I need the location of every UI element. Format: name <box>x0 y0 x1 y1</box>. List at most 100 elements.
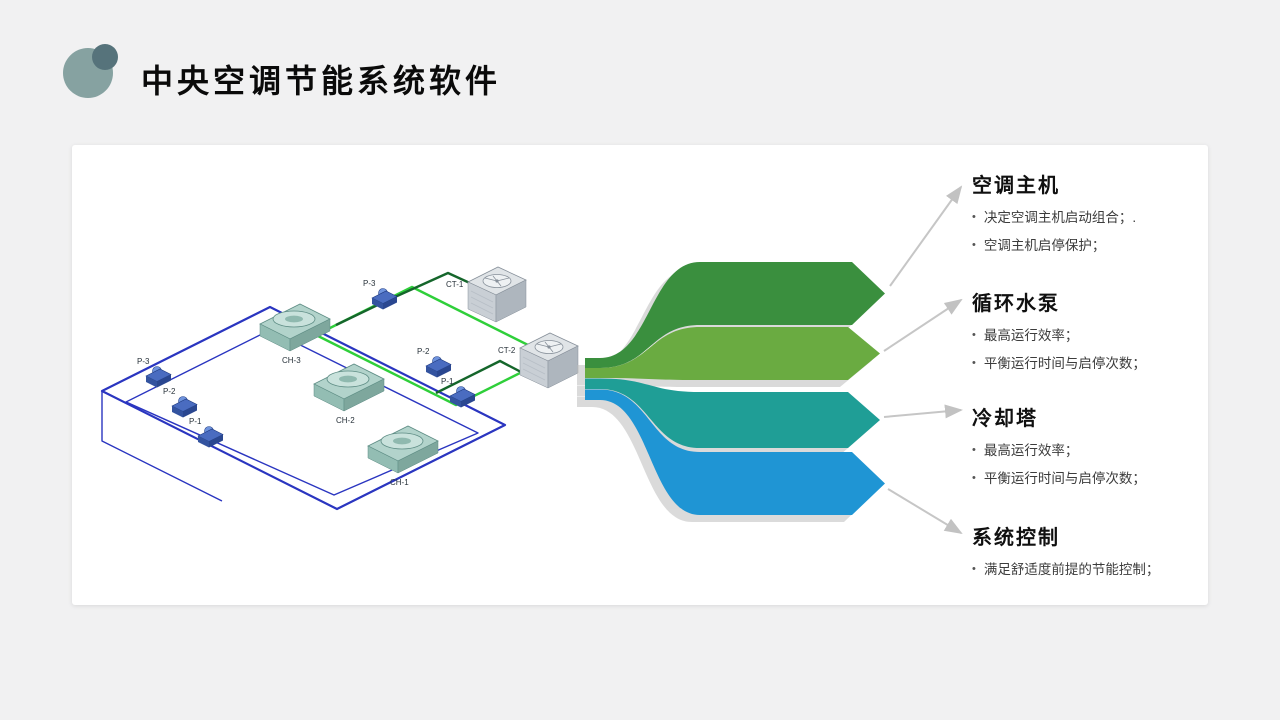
pump-base-left <box>426 366 437 378</box>
fan-blade <box>548 343 562 348</box>
chiller-label: CH-1 <box>390 478 409 487</box>
list-item: • 平衡运行时间与启停次数； <box>972 469 1216 489</box>
content-card: CH-3 CH-2 CH-1 <box>72 145 1208 605</box>
list-item: • 满足舒适度前提的节能控制； <box>972 560 1216 580</box>
pump-label: P-1 <box>441 377 454 386</box>
connector-line-host <box>889 185 963 287</box>
chiller-cylinder-core <box>285 315 303 323</box>
bullet-text: 平衡运行时间与启停次数； <box>983 355 1146 371</box>
chiller-body-right <box>397 440 439 474</box>
chiller-ch3: CH-3 <box>259 303 331 365</box>
list-item: • 空调主机启停保护； <box>972 236 1216 256</box>
section-heading: 循环水泵 <box>972 293 1060 315</box>
cooling-tower-ct2: CT-2 <box>498 332 579 389</box>
tower-label: CT-2 <box>498 346 516 355</box>
connector-line-pump <box>883 298 963 352</box>
pump-base-right <box>437 364 451 378</box>
tower-label: CT-1 <box>446 280 464 289</box>
list-item: • 平衡运行时间与启停次数； <box>972 354 1216 374</box>
pump-base-left <box>172 406 183 418</box>
chiller-cylinder-core <box>339 375 357 383</box>
tower-louver <box>470 302 494 315</box>
tower-louver <box>522 368 546 381</box>
pump-mid-p3: P-3 <box>363 279 398 310</box>
bullet-list: • 最高运行效率； • 平衡运行时间与启停次数； <box>972 326 1216 373</box>
pump-base-right <box>183 404 197 418</box>
bullet-list: • 最高运行效率； • 平衡运行时间与启停次数； <box>972 441 1216 488</box>
chilled-water-pipe-loop-inner <box>125 329 479 496</box>
pump-label: P-3 <box>137 357 150 366</box>
fan-blade <box>484 277 498 282</box>
tower-right <box>495 279 527 323</box>
pump-label: P-1 <box>189 417 202 426</box>
bullet-list: • 决定空调主机启动组合；. • 空调主机启停保护； <box>972 208 1216 255</box>
bullet-dot: • <box>972 471 976 484</box>
fan-hub <box>547 345 551 349</box>
bullet-dot: • <box>972 444 976 456</box>
chiller-body-right <box>343 378 385 412</box>
bullet-text: 决定空调主机启动组合；. <box>983 210 1137 225</box>
pump-base-right <box>209 434 223 448</box>
section-cooling-tower: 冷却塔 • 最高运行效率； • 平衡运行时间与启停次数； <box>972 402 1216 496</box>
bullet-text: 最高运行效率； <box>983 443 1079 458</box>
bullet-text: 空调主机启停保护； <box>983 237 1106 253</box>
tower-louver <box>522 356 546 369</box>
list-item: • 最高运行效率； <box>972 326 1216 346</box>
section-heading: 空调主机 <box>972 175 1060 197</box>
pump-mid-p1: P-1 <box>441 377 476 408</box>
chilled-water-pipe-loop-outer <box>100 305 507 511</box>
pump-label: P-2 <box>163 387 176 396</box>
pump-base-left <box>372 298 383 310</box>
tower-louver <box>470 296 494 309</box>
chiller-label: CH-3 <box>282 356 301 365</box>
connector-line-tower <box>883 404 963 419</box>
tower-louver <box>470 290 494 303</box>
funnel-arrows-graphic <box>577 185 963 535</box>
pump-label: P-3 <box>363 279 376 288</box>
pump-base-left <box>146 376 157 388</box>
pump-base-right <box>461 394 475 408</box>
pump-label: P-2 <box>417 347 430 356</box>
chilled-water-branch-pipe <box>101 391 223 502</box>
bullet-text: 最高运行效率； <box>983 328 1079 343</box>
chiller-ch1: CH-1 <box>367 425 439 487</box>
connector-lines <box>883 185 963 535</box>
pump-base-right <box>383 296 397 310</box>
pump-base-left <box>450 396 461 408</box>
bullet-text: 平衡运行时间与启停次数； <box>983 470 1146 486</box>
bullet-dot: • <box>972 211 976 223</box>
bullet-dot: • <box>972 238 976 251</box>
connector-line-control <box>887 488 963 535</box>
bullet-text: 满足舒适度前提的节能控制； <box>983 562 1160 577</box>
bullet-dot: • <box>972 356 976 369</box>
fan-blade <box>496 277 510 282</box>
pump-left-p3: P-3 <box>137 357 172 388</box>
pump-mid-p2: P-2 <box>417 347 452 378</box>
cooling-tower-ct1: CT-1 <box>446 266 527 323</box>
bullet-dot: • <box>972 563 976 575</box>
logo-circles <box>63 44 118 98</box>
section-system-control: 系统控制 • 满足舒适度前提的节能控制； <box>972 521 1216 588</box>
section-heading: 系统控制 <box>972 527 1060 549</box>
fan-hub <box>495 279 499 283</box>
chiller-cylinder-core <box>393 437 411 445</box>
section-heading: 冷却塔 <box>972 408 1038 430</box>
pump-base-right <box>157 374 171 388</box>
tower-louver <box>522 362 546 375</box>
section-aircon-host: 空调主机 • 决定空调主机启动组合；. • 空调主机启停保护； <box>972 169 1216 263</box>
bullet-list: • 满足舒适度前提的节能控制； <box>972 560 1216 580</box>
bullet-dot: • <box>972 329 976 341</box>
section-circulating-pump: 循环水泵 • 最高运行效率； • 平衡运行时间与启停次数； <box>972 287 1216 381</box>
page-title: 中央空调节能系统软件 <box>141 63 502 99</box>
list-item: • 最高运行效率； <box>972 441 1216 461</box>
hvac-system-diagram: CH-3 CH-2 CH-1 <box>100 266 579 511</box>
fan-blade <box>536 343 550 348</box>
pump-base-left <box>198 436 209 448</box>
logo-small-circle <box>92 44 118 70</box>
pump-left-p1: P-1 <box>189 417 224 448</box>
chiller-label: CH-2 <box>336 416 355 425</box>
chiller-body-right <box>289 318 331 352</box>
list-item: • 决定空调主机启动组合；. <box>972 208 1216 228</box>
chiller-ch2: CH-2 <box>313 363 385 425</box>
